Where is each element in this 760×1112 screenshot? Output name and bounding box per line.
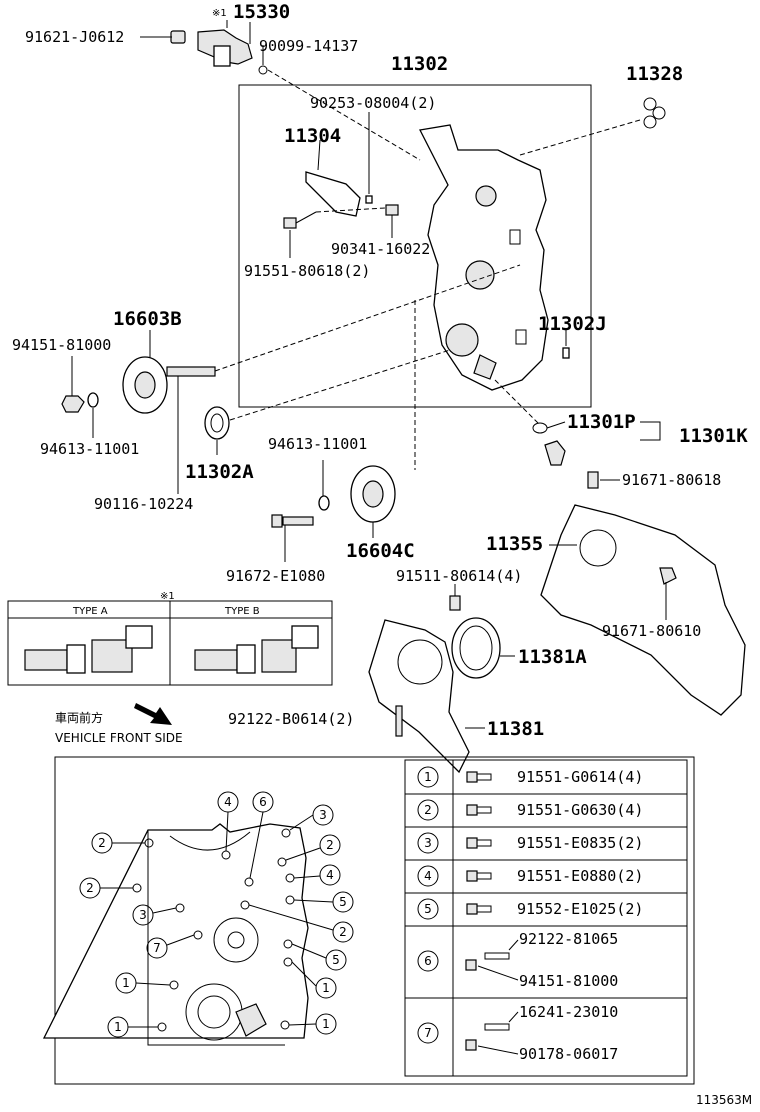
table-part: 94151-81000 (519, 972, 618, 990)
bolt-91551-80618 (283, 211, 317, 229)
direction-jp: 車両前方 (55, 710, 103, 725)
label-11381A: 11381A (518, 646, 587, 668)
marker-label: 2 (98, 836, 106, 850)
label-15330: 15330 (233, 1, 290, 23)
oil-seal-11302A (204, 406, 230, 440)
label-16603B: 16603B (113, 308, 182, 330)
front-arrow-icon (134, 703, 172, 725)
bolt-91511 (449, 595, 461, 611)
pin-11302J (562, 347, 570, 359)
table-num: 5 (424, 902, 432, 916)
marker-label: 4 (326, 868, 334, 882)
table-part: 91552-E1025(2) (517, 900, 643, 918)
stud-92122 (395, 705, 403, 737)
label-91621: 91621-J0612 (25, 28, 124, 46)
valve-type-a-illustration (24, 625, 153, 674)
label-92122: 92122-B0614(2) (228, 710, 354, 728)
label-90116: 90116-10224 (94, 495, 193, 513)
label-94151-a: 94151-81000 (12, 336, 111, 354)
table-num: 3 (424, 836, 432, 850)
label-91672: 91672-E1080 (226, 567, 325, 585)
label-16604C: 16604C (346, 540, 415, 562)
label-11301K: 11301K (679, 425, 748, 447)
cover-markers (79, 791, 354, 1038)
label-91551-80618: 91551-80618(2) (244, 262, 370, 280)
label-11355: 11355 (486, 533, 543, 555)
table-num: 1 (424, 770, 432, 784)
cover-rear-view (42, 823, 309, 1039)
marker-label: 7 (153, 941, 161, 955)
marker-label: 3 (319, 808, 327, 822)
marker-label: 1 (114, 1020, 122, 1034)
label-94613-a: 94613-11001 (40, 440, 139, 458)
bolt-table-numbers (417, 766, 439, 1044)
marker-label: 3 (139, 908, 147, 922)
table-part: 91551-E0880(2) (517, 867, 643, 885)
table-num: 6 (424, 954, 432, 968)
label-11328: 11328 (626, 63, 683, 85)
table-num: 4 (424, 869, 432, 883)
marker-label: 2 (86, 881, 94, 895)
direction-en: VEHICLE FRONT SIDE (55, 731, 183, 745)
label-11302: 11302 (391, 53, 448, 75)
marker-label: 1 (322, 1017, 330, 1031)
table-part: 90178-06017 (519, 1045, 618, 1063)
table-part: 91551-G0630(4) (517, 801, 643, 819)
label-11301P: 11301P (567, 411, 636, 433)
seal-retainer-11381 (368, 619, 470, 774)
marker-label: 1 (122, 976, 130, 990)
bolt-location-panel (54, 756, 695, 1085)
table-part: 16241-23010 (519, 1003, 618, 1021)
sensor-11301 (532, 422, 599, 489)
end-plate-11355 (540, 504, 746, 716)
label-91671-80618: 91671-80618 (622, 471, 721, 489)
marker-label: 6 (259, 795, 267, 809)
marker-label: 2 (326, 838, 334, 852)
marker-label: 2 (339, 925, 347, 939)
bolt-90341 (385, 204, 399, 216)
table-num: 7 (424, 1026, 432, 1040)
type-a-label: TYPE A (72, 606, 108, 617)
dash-valve (267, 69, 421, 161)
label-90099: 90099-14137 (259, 37, 358, 55)
note-mark: ※1 (212, 8, 227, 19)
idler-pulley-16604C (271, 465, 396, 528)
table-part: 91551-G0614(4) (517, 768, 643, 786)
table-part: 91551-E0835(2) (517, 834, 643, 852)
marker-label: 4 (224, 795, 232, 809)
bolt-table (404, 759, 688, 1077)
label-90341: 90341-16022 (331, 240, 430, 258)
label-11302A: 11302A (185, 461, 254, 483)
type-box-mark: ※1 (160, 591, 175, 602)
label-90253: 90253-08004(2) (310, 94, 436, 112)
table-num: 2 (424, 803, 432, 817)
label-91511: 91511-80614(4) (396, 567, 522, 585)
o-ring-set (643, 97, 666, 129)
oil-seal-11381A (451, 617, 501, 679)
oil-control-valve (170, 29, 268, 75)
label-11302J: 11302J (538, 313, 607, 335)
label-11381: 11381 (487, 718, 544, 740)
idler-pulley-16603B (61, 356, 216, 414)
cover-bracket (305, 171, 361, 217)
label-91671-80610: 91671-80610 (602, 622, 701, 640)
label-11304: 11304 (284, 125, 341, 147)
label-94613-b: 94613-11001 (268, 435, 367, 453)
table-part: 92122-81065 (519, 930, 618, 948)
marker-label: 5 (339, 895, 347, 909)
valve-type-b-illustration (194, 625, 319, 674)
timing-chain-cover (419, 124, 549, 391)
marker-label: 5 (332, 953, 340, 967)
type-b-label: TYPE B (224, 606, 260, 617)
figure-id: 113563M (696, 1093, 752, 1107)
marker-label: 1 (322, 981, 330, 995)
bolt-icons (465, 771, 510, 1051)
